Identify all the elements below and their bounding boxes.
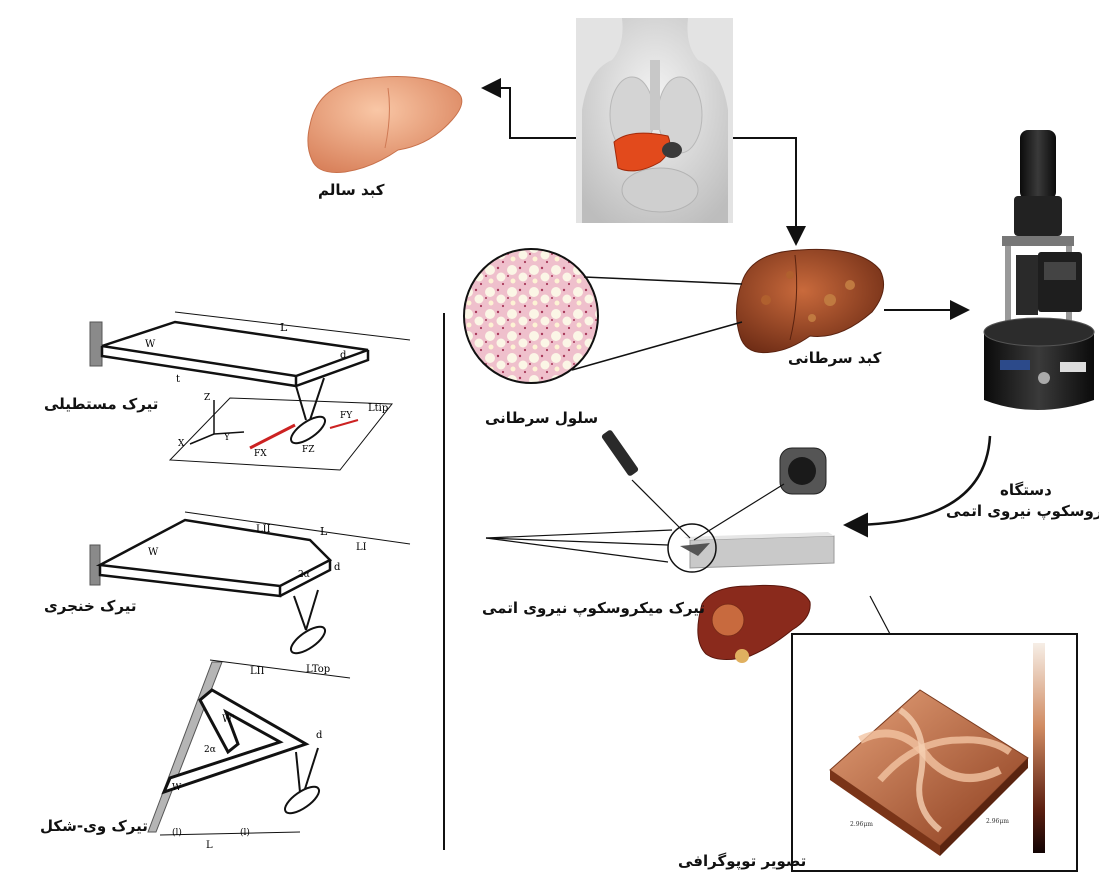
dagger-LII: LII bbox=[256, 524, 271, 535]
zoom-line-ctl-top2 bbox=[486, 530, 672, 538]
dagger-L: L bbox=[320, 525, 328, 538]
arrow-to-healthy bbox=[485, 88, 576, 138]
v-cantilever-diagram bbox=[148, 660, 350, 835]
dagger-cantilever-label: تیرک خنجری bbox=[44, 598, 137, 615]
v-l1: (l) bbox=[172, 827, 182, 838]
rect-Ltip: Ltip bbox=[368, 403, 388, 414]
rect-d: d bbox=[340, 350, 347, 361]
afm-cantilever-label: تیرک میکروسکوپ نیروی اتمی bbox=[482, 600, 705, 617]
colorbar-icon bbox=[1033, 643, 1045, 853]
rect-t: t bbox=[176, 374, 180, 385]
rect-axis-x: X bbox=[178, 439, 185, 449]
dagger-LI: LI bbox=[356, 542, 367, 553]
zoom-line-top bbox=[584, 277, 742, 284]
v-l2: (l) bbox=[240, 827, 250, 838]
svg-text:2.96μm: 2.96μm bbox=[850, 821, 873, 828]
v-LII: LII bbox=[250, 666, 265, 677]
cancer-cell-icon bbox=[464, 249, 598, 383]
rect-Fx: FX bbox=[254, 449, 267, 459]
dagger-d: d bbox=[334, 562, 341, 573]
dagger-W: W bbox=[148, 547, 159, 558]
topography-label: تصویر توپوگرافی bbox=[678, 853, 806, 870]
v-alpha: 2α bbox=[204, 745, 216, 755]
dagger-cantilever-diagram bbox=[90, 512, 410, 658]
v-LTop: LTop bbox=[306, 664, 330, 675]
v-d: d bbox=[316, 730, 323, 741]
v-L: L bbox=[206, 840, 213, 851]
rect-Fz: FZ bbox=[302, 445, 315, 455]
rect-Fy: FY bbox=[340, 411, 353, 421]
rect-axis-z: Z bbox=[204, 393, 210, 403]
dagger-alpha: 2α bbox=[298, 570, 310, 580]
svg-text:2.96μm: 2.96μm bbox=[986, 818, 1009, 825]
rect-cantilever-diagram bbox=[90, 312, 410, 470]
rect-L: L bbox=[280, 321, 288, 334]
connector-topo bbox=[870, 596, 890, 634]
rect-cantilever-label: تیرک مستطیلی bbox=[44, 396, 158, 413]
rect-W: W bbox=[145, 339, 156, 350]
rect-axis-y: Y bbox=[223, 433, 231, 443]
laser-source-icon bbox=[601, 429, 690, 538]
v-cantilever-label: تیرک وی-شکل bbox=[40, 818, 148, 835]
afm-device-label-2: میکروسکوپ نیروی اتمی bbox=[946, 503, 1099, 520]
body-anatomy-icon bbox=[576, 18, 733, 223]
cancer-cell-label: سلول سرطانی bbox=[485, 410, 598, 427]
cancer-liver-label: کبد سرطانی bbox=[788, 350, 881, 367]
v-W2: W' bbox=[222, 714, 235, 725]
healthy-liver-icon bbox=[308, 77, 462, 173]
afm-device-label-1: دستگاه bbox=[1000, 482, 1052, 499]
cancer-liver-icon bbox=[736, 249, 883, 352]
arrow-to-cancer bbox=[733, 138, 796, 242]
photodetector-icon bbox=[694, 448, 826, 540]
v-W: W bbox=[172, 783, 182, 793]
afm-cantilever-icon bbox=[668, 524, 834, 572]
healthy-liver-label: کبد سالم bbox=[318, 182, 385, 199]
afm-device-icon bbox=[984, 130, 1094, 410]
